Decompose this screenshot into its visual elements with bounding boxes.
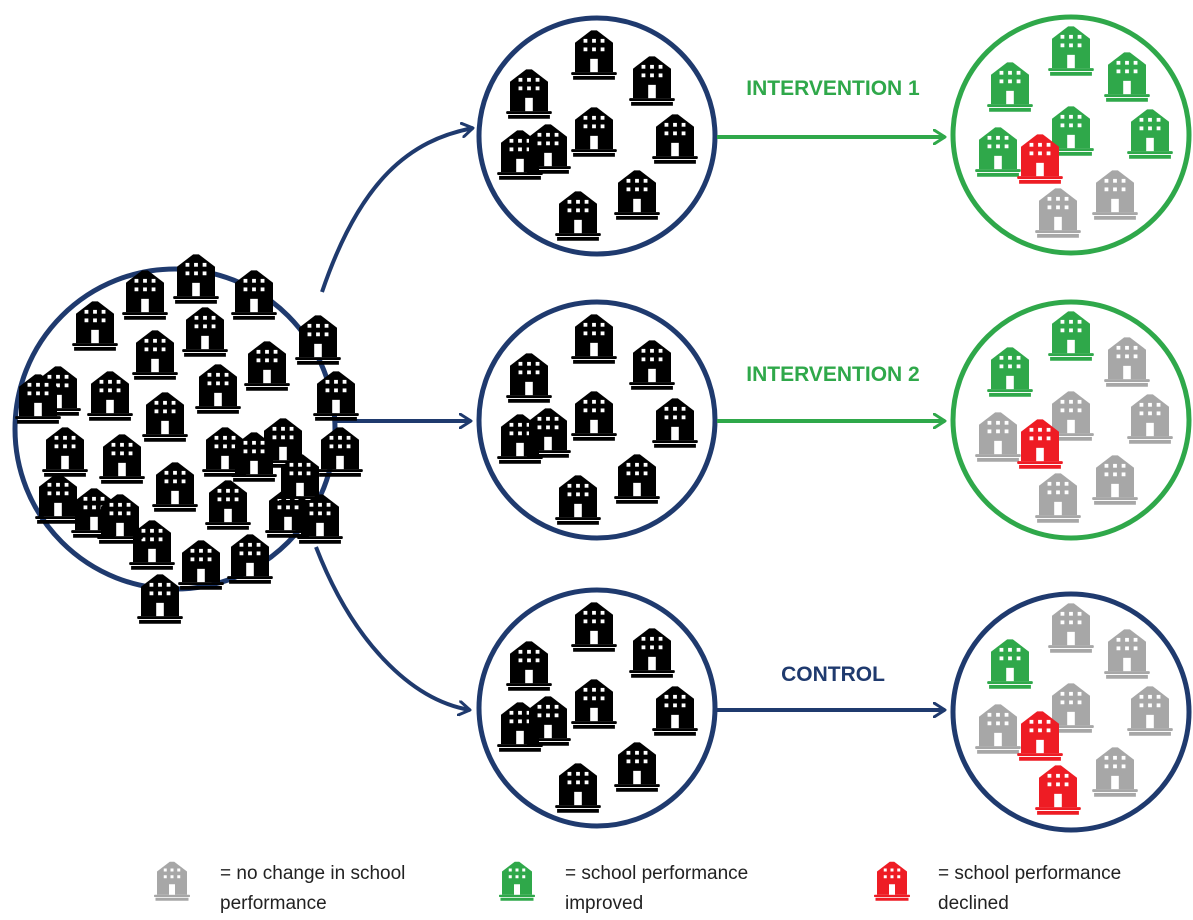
legend-label-improved-line1: = school performance xyxy=(565,863,748,884)
legend-label-improved-line2: improved xyxy=(565,893,643,914)
legend-school-icon xyxy=(874,861,910,901)
legend-swatch-no-change xyxy=(154,861,190,901)
legend-label-declined-line1: = school performance xyxy=(938,863,1121,884)
legend-item-declined: = school performance declined xyxy=(874,861,1121,914)
group-label-intervention-1: INTERVENTION 1 xyxy=(746,77,920,100)
legend-label-no-change-line1: = no change in school xyxy=(220,863,405,884)
legend-swatch-declined xyxy=(874,861,910,901)
population-school-icon xyxy=(173,254,219,304)
group-label-control: CONTROL xyxy=(781,663,885,686)
legend-item-no-change: = no change in school performance xyxy=(154,861,405,914)
legend-label-no-change-line2: performance xyxy=(220,893,327,914)
population-school-icon xyxy=(231,270,277,320)
legend-swatch-improved xyxy=(499,861,535,901)
assignment-arrow-control xyxy=(314,546,470,710)
assignment-arrow-intervention-1 xyxy=(320,128,473,293)
legend-label-declined-line2: declined xyxy=(938,893,1009,914)
legend: = no change in school performance = scho… xyxy=(154,861,1121,914)
population-school-icon xyxy=(295,315,341,365)
legend-item-improved: = school performance improved xyxy=(499,861,748,914)
legend-school-icon xyxy=(154,861,190,901)
legend-school-icon xyxy=(499,861,535,901)
group-label-intervention-2: INTERVENTION 2 xyxy=(746,363,919,386)
